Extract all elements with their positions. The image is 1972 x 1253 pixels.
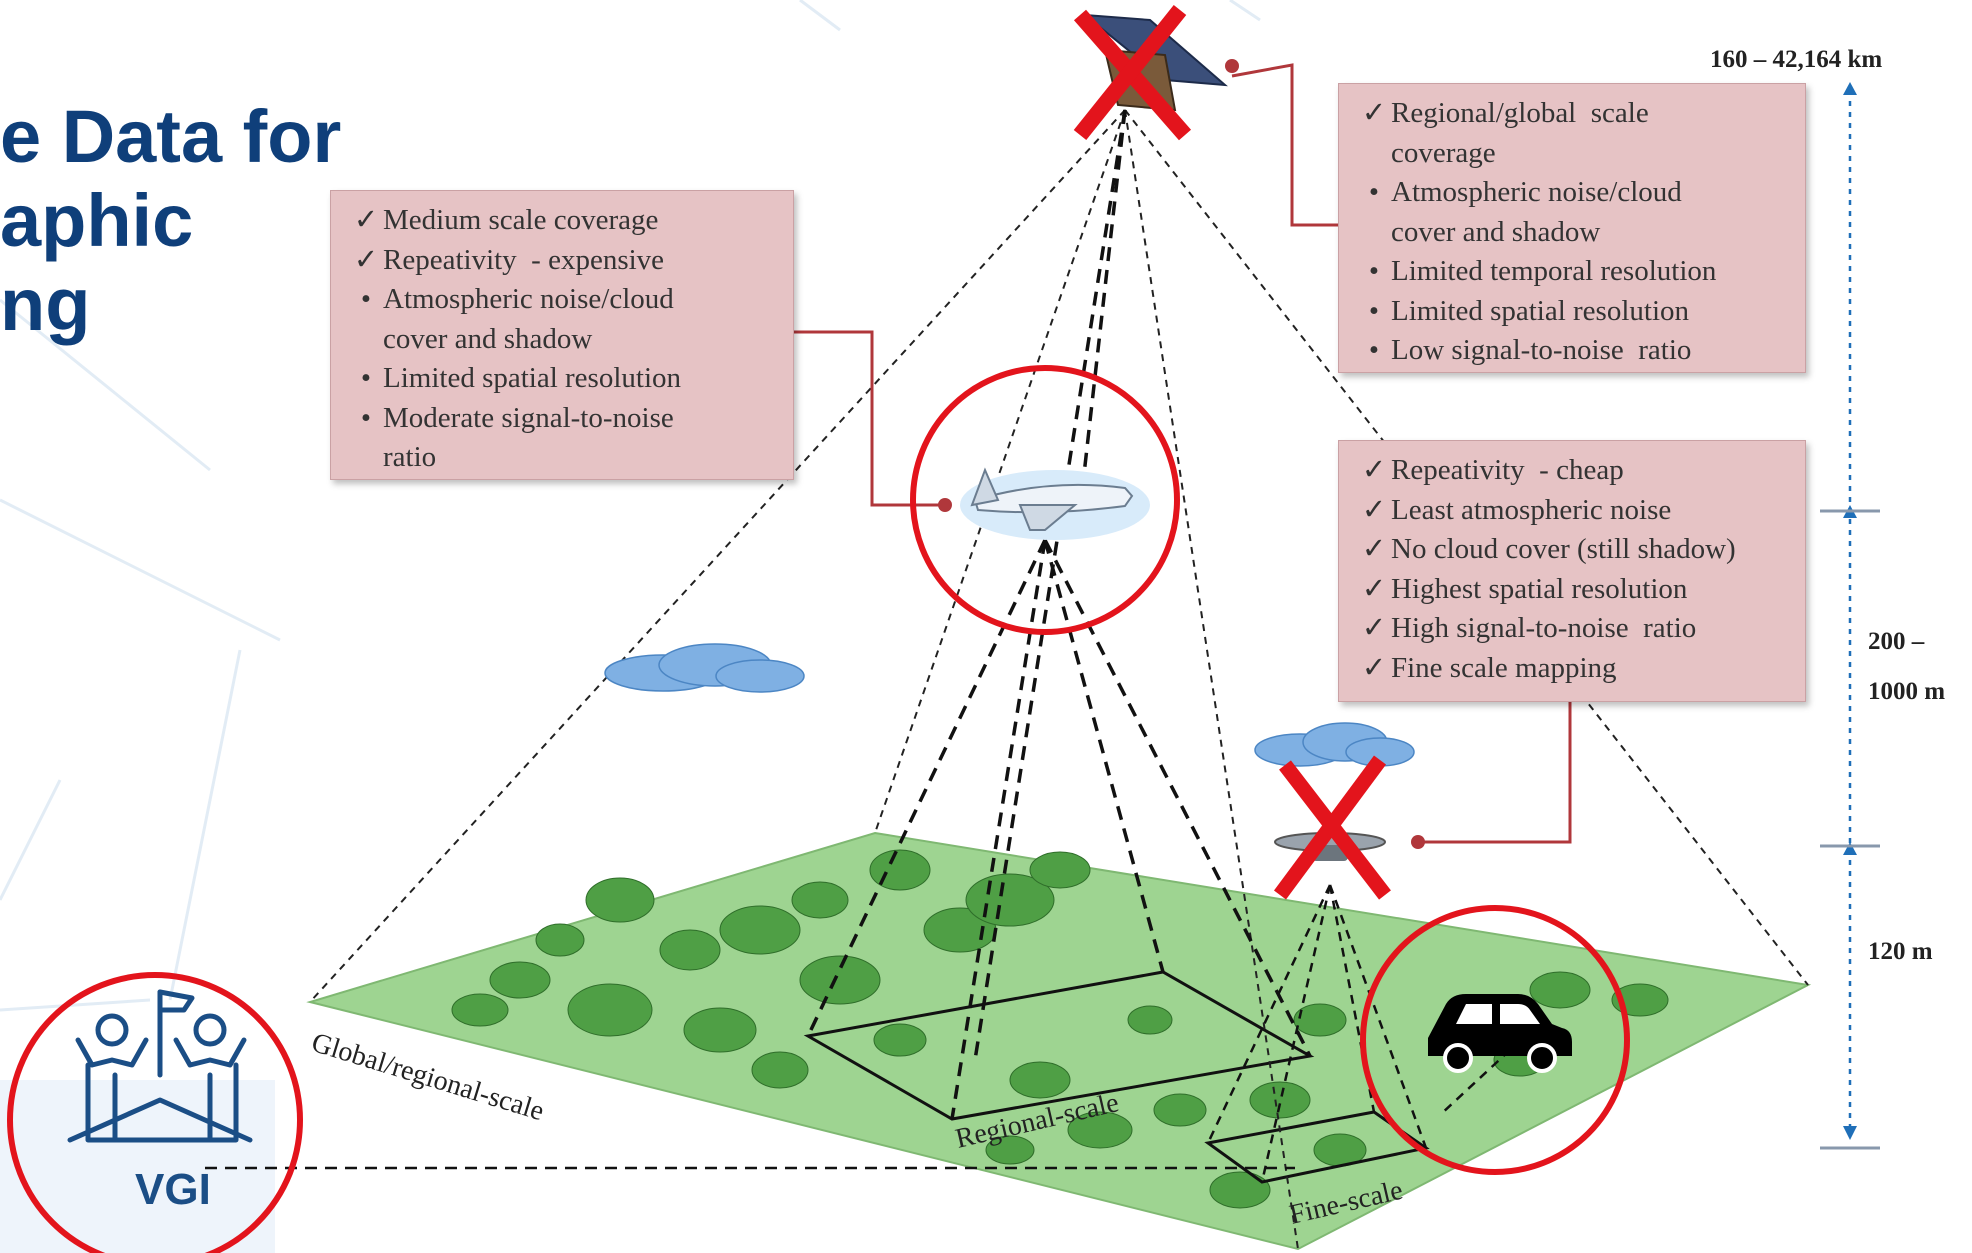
bullet-icon: •: [360, 401, 372, 434]
airplane-list-item-text: Moderate signal-to-noise: [383, 401, 674, 434]
cloud-icon: [1254, 722, 1415, 767]
satellite-list-item: • Limited temporal resolution: [1361, 252, 1787, 292]
title-line-1: e Data for: [0, 95, 342, 178]
airplane-list-item: • Limited spatial resolution: [353, 359, 775, 399]
airplane-list-item-text: Limited spatial resolution: [383, 362, 682, 394]
satellite-list-item-text: Limited spatial resolution: [1391, 294, 1690, 327]
drone-list-item-text: Highest spatial resolution: [1391, 572, 1688, 605]
checkmark-icon: ✓: [1361, 454, 1387, 486]
satellite-list-item: • Low signal-to-noise ratio: [1361, 331, 1787, 371]
drone-info-box: ✓Repeativity - cheap✓Least atmospheric n…: [1338, 440, 1806, 702]
checkmark-icon: ✓: [353, 204, 379, 236]
checkmark-icon: ✓: [1361, 493, 1387, 526]
cloud-icon: [604, 643, 805, 693]
drone-list-item-text: Least atmospheric noise: [1391, 493, 1672, 526]
altitude-label-satellite: 160 – 42,164 km: [1710, 46, 1883, 73]
drone-list-item: ✓Highest spatial resolution: [1361, 570, 1787, 610]
vgi-label: VGI: [135, 1165, 211, 1214]
satellite-list-item-text: cover and shadow: [1391, 215, 1601, 248]
drone-list-item-text: High signal-to-noise ratio: [1391, 612, 1697, 644]
airplane-list-item: ✓Repeativity - expensive: [353, 241, 775, 281]
ground-plane: [306, 831, 1812, 1251]
title-line-2: aphic: [0, 179, 194, 262]
car-icon: [1428, 994, 1572, 1073]
altitude-label-plane-line2: 1000 m: [1868, 678, 1946, 705]
airplane-highlight-circle: [910, 365, 1180, 635]
satellite-list-item: • Limited spatial resolution: [1361, 292, 1787, 332]
vgi-highlight-circle: [7, 972, 303, 1253]
satellite-list-item-text: coverage: [1391, 136, 1496, 169]
altitude-label-drone: 120 m: [1868, 938, 1933, 965]
satellite-list-item-text: Regional/global scale: [1391, 97, 1649, 129]
satellite-list-item: • Atmospheric noise/cloud: [1361, 173, 1787, 213]
drone-list-item-text: Repeativity - cheap: [1391, 454, 1624, 486]
drone-list-item: ✓High signal-to-noise ratio: [1361, 609, 1787, 649]
airplane-list-item: ✓Medium scale coverage: [353, 201, 775, 241]
car-highlight-circle: [1360, 905, 1630, 1175]
bullet-icon: •: [1368, 255, 1380, 287]
airplane-list-item: ratio: [353, 438, 775, 478]
airplane-list-item-text: ratio: [383, 441, 437, 473]
altitude-label-plane-line1: 200 –: [1868, 628, 1925, 655]
satellite-list-item: coverage: [1361, 134, 1787, 174]
drone-crossed-out-icon: [1273, 755, 1391, 900]
airplane-list-item: • Atmospheric noise/cloud: [353, 280, 775, 320]
drone-list-item: ✓No cloud cover (still shadow): [1361, 530, 1787, 570]
checkmark-icon: ✓: [353, 243, 379, 276]
title-line-3: ng: [0, 263, 91, 346]
airplane-list-item-text: Repeativity - expensive: [383, 243, 665, 276]
drone-list-item-text: Fine scale mapping: [1391, 651, 1617, 684]
airplane-list-item-text: Atmospheric noise/cloud: [383, 283, 674, 315]
altitude-axis: [1843, 82, 1857, 1140]
airplane-icon: [960, 467, 1150, 540]
page-title: e Data for aphic ng: [0, 95, 400, 347]
airplane-list-item-text: cover and shadow: [383, 322, 593, 355]
checkmark-icon: ✓: [1361, 533, 1387, 565]
airplane-list-item: • Moderate signal-to-noise: [353, 399, 775, 439]
bullet-icon: •: [1368, 176, 1380, 208]
satellite-list-item: cover and shadow: [1361, 213, 1787, 253]
drone-list-item-text: No cloud cover (still shadow): [1391, 533, 1736, 565]
satellite-list-item: ✓Regional/global scale: [1361, 94, 1787, 134]
checkmark-icon: ✓: [1361, 572, 1387, 605]
bullet-icon: •: [1368, 294, 1380, 327]
drone-list-item: ✓Fine scale mapping: [1361, 649, 1787, 689]
checkmark-icon: ✓: [1361, 612, 1387, 644]
bullet-icon: •: [360, 283, 372, 315]
bullet-icon: •: [360, 362, 372, 394]
satellite-list-item-text: Limited temporal resolution: [1391, 255, 1717, 287]
drone-icon: [1274, 832, 1386, 861]
airplane-info-box: ✓Medium scale coverage✓Repeativity - exp…: [330, 190, 794, 480]
airplane-list-item-text: Medium scale coverage: [383, 204, 659, 236]
satellite-crossed-out-icon: [1073, 5, 1192, 141]
checkmark-icon: ✓: [1361, 651, 1387, 684]
satellite-list-item-text: Atmospheric noise/cloud: [1391, 176, 1682, 208]
airplane-list-item: cover and shadow: [353, 320, 775, 360]
drone-list-item: ✓Least atmospheric noise: [1361, 491, 1787, 531]
satellite-list-item-text: Low signal-to-noise ratio: [1391, 334, 1692, 366]
bullet-icon: •: [1368, 334, 1380, 366]
vgi-people-icon: [67, 989, 253, 1143]
drone-list-item: ✓Repeativity - cheap: [1361, 451, 1787, 491]
checkmark-icon: ✓: [1361, 97, 1387, 129]
